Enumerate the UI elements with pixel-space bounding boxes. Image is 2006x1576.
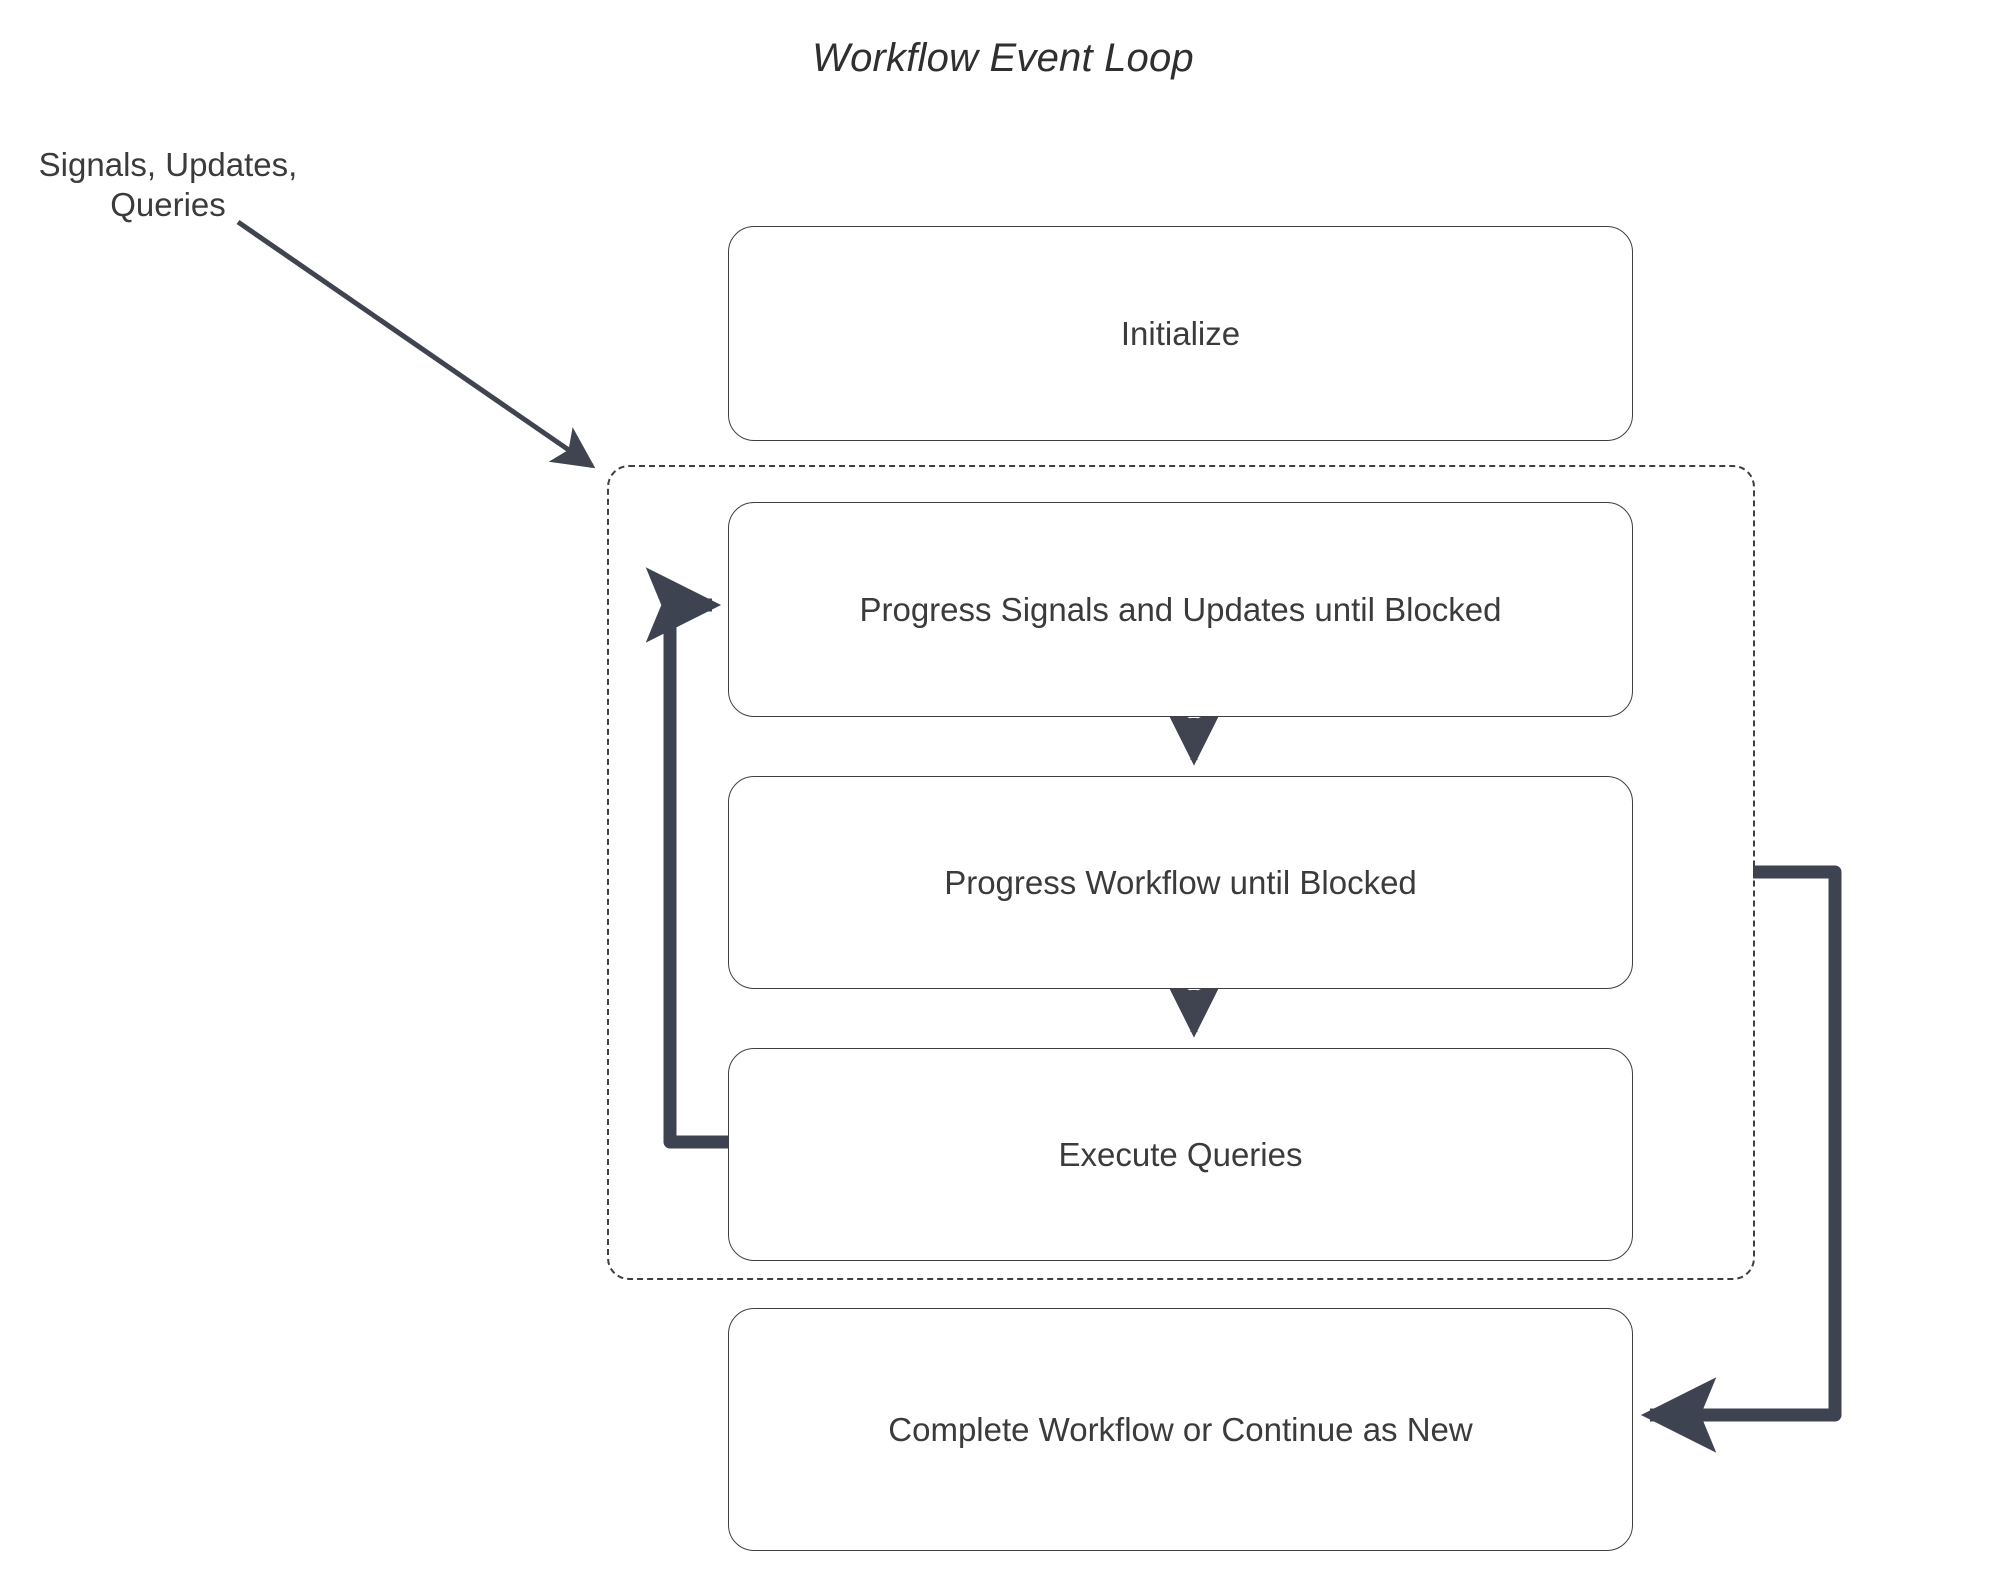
edge-loop-to-complete-workflow <box>1640 865 1842 1453</box>
external-input-label: Signals, Updates, Queries <box>38 146 298 224</box>
node-complete-workflow[interactable]: Complete Workflow or Continue as New <box>728 1308 1633 1551</box>
node-execute-queries-label: Execute Queries <box>1058 1135 1303 1173</box>
edge-signals-to-loop <box>236 219 596 469</box>
node-progress-workflow[interactable]: Progress Workflow until Blocked <box>728 776 1633 989</box>
edge-execute-queries-loop-back <box>645 567 728 1149</box>
node-progress-signals-label: Progress Signals and Updates until Block… <box>859 590 1502 628</box>
node-progress-workflow-label: Progress Workflow until Blocked <box>944 863 1417 901</box>
node-initialize[interactable]: Initialize <box>728 226 1633 441</box>
node-complete-workflow-label: Complete Workflow or Continue as New <box>888 1410 1473 1448</box>
node-progress-signals[interactable]: Progress Signals and Updates until Block… <box>728 502 1633 717</box>
page-title: Workflow Event Loop <box>812 36 1194 80</box>
node-execute-queries[interactable]: Execute Queries <box>728 1048 1633 1261</box>
node-initialize-label: Initialize <box>1120 314 1241 352</box>
